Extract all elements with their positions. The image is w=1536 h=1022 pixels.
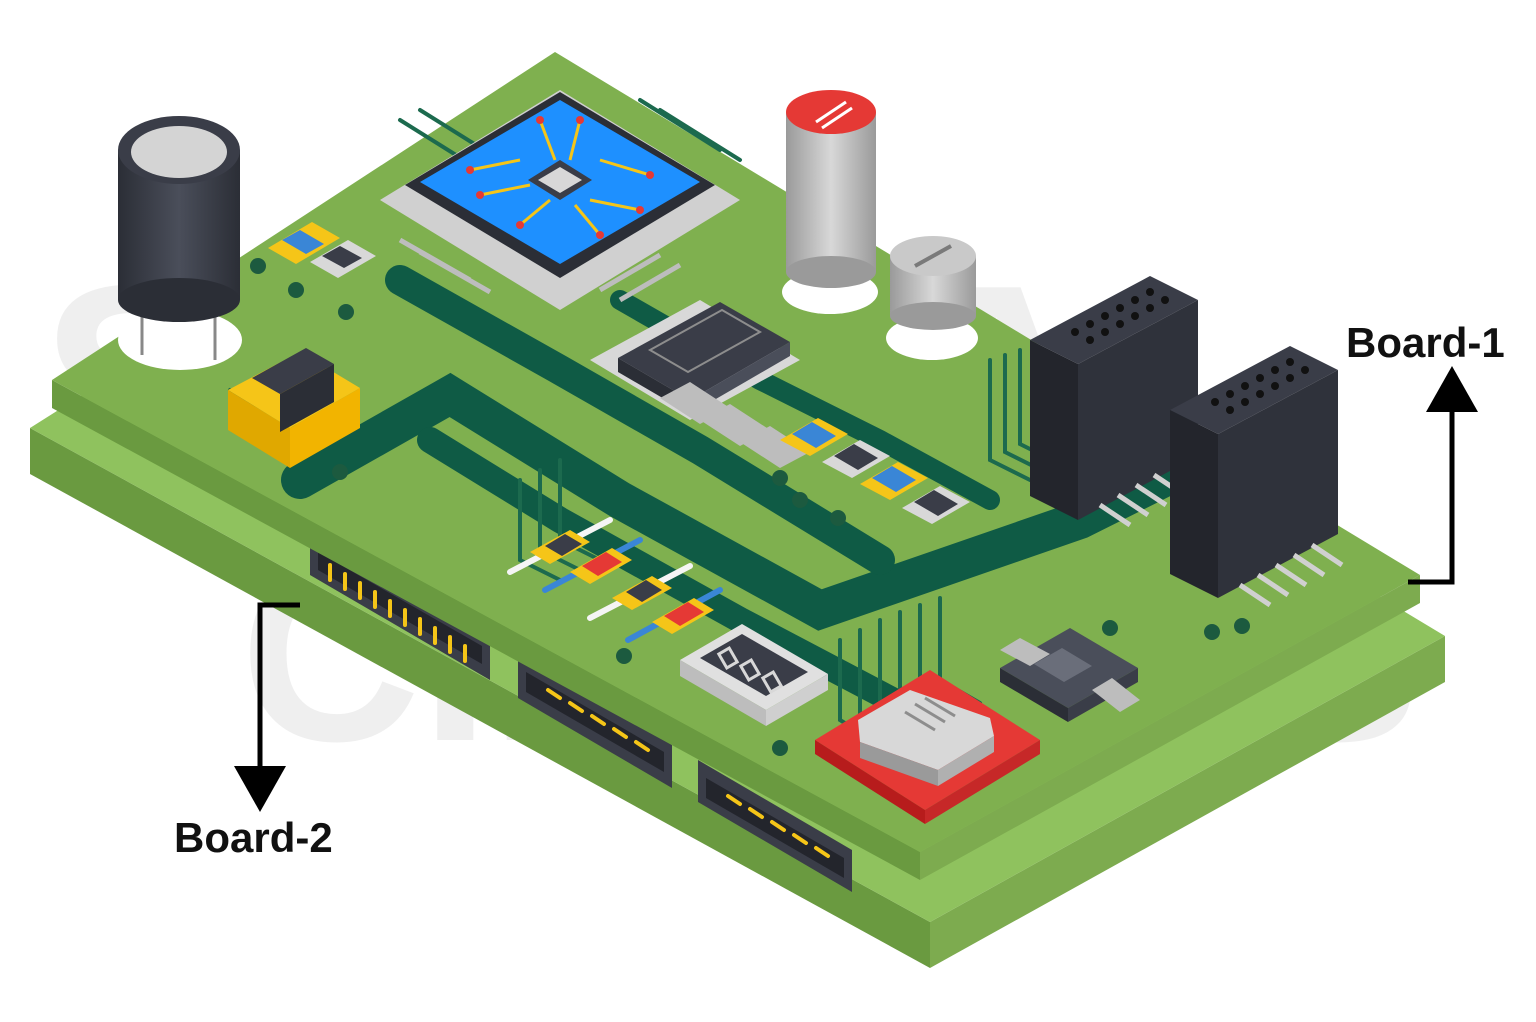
electrolytic-capacitor-silver bbox=[782, 90, 878, 314]
board-1-label: Board-1 bbox=[1346, 319, 1505, 366]
shielded-inductor bbox=[815, 670, 1040, 824]
through-hole-resistors bbox=[507, 517, 723, 643]
via-pads bbox=[250, 258, 1250, 756]
board-1-arrow bbox=[1408, 400, 1455, 585]
header-2 bbox=[1170, 346, 1344, 608]
segment-display bbox=[680, 624, 828, 726]
resistor-icon bbox=[268, 222, 376, 278]
microcontroller-chip-icon bbox=[380, 90, 740, 310]
resistor-row-middle bbox=[780, 418, 970, 524]
trimmer-capacitor bbox=[886, 236, 978, 360]
transistor-package bbox=[1000, 628, 1140, 722]
female-header-icon bbox=[1030, 276, 1344, 608]
voltage-regulator-icon bbox=[590, 300, 810, 468]
arrow-up-icon bbox=[1426, 366, 1478, 412]
smd-capacitor-large bbox=[228, 348, 360, 468]
board-2-label: Board-2 bbox=[174, 814, 333, 861]
connector-pins bbox=[328, 563, 830, 858]
electrolytic-capacitor-icon bbox=[118, 116, 242, 370]
board-2-arrow bbox=[257, 602, 300, 780]
arrow-down-icon bbox=[234, 766, 286, 812]
header-1 bbox=[1030, 276, 1198, 528]
